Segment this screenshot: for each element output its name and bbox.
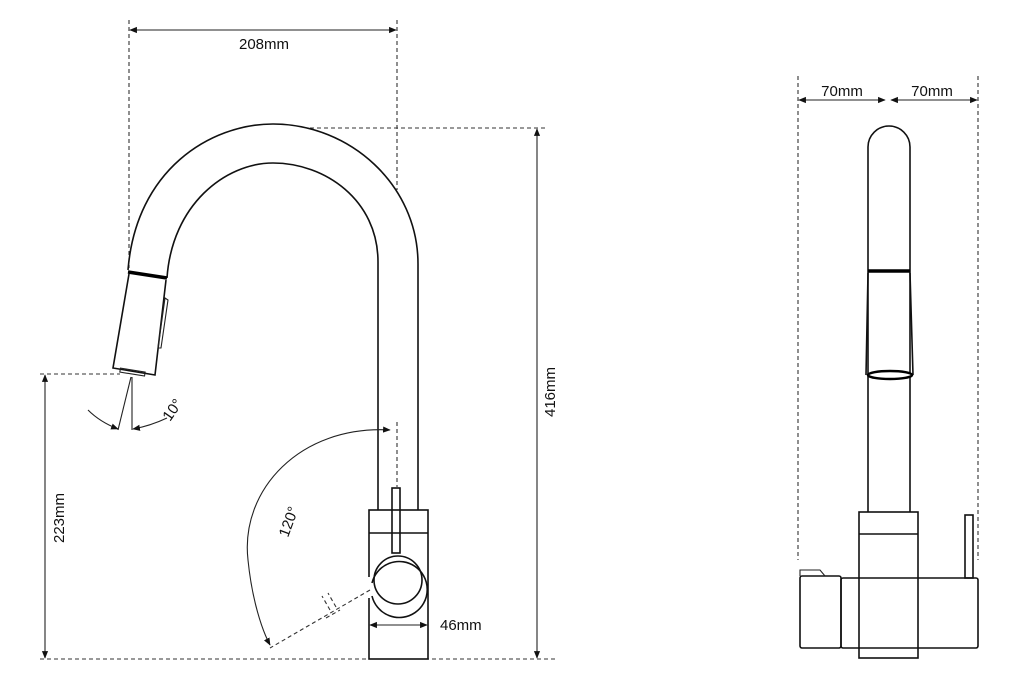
side-nozzle [866, 369, 914, 381]
side-inlet-pipe [840, 577, 979, 649]
spray-angle-arc-right [132, 417, 168, 431]
height-label: 416mm [542, 367, 559, 417]
reach-label: 208mm [239, 36, 289, 53]
spray-line-angled [117, 376, 132, 431]
base-width-label: 46mm [440, 617, 482, 634]
side-spray-head [865, 272, 914, 376]
lever-angle-arc [246, 426, 391, 646]
spray-angle-arc-left [87, 409, 119, 430]
right-width-label: 70mm [911, 83, 953, 100]
front-view: 208mm 416mm 223mm 10° 120° [40, 20, 559, 660]
left-width-label: 70mm [821, 83, 863, 100]
lever-angle-label: 120° [276, 504, 303, 539]
side-spout [867, 125, 911, 512]
cartridge-cap [373, 555, 423, 605]
nozzle [119, 367, 146, 377]
spout-inner-contour [166, 162, 379, 510]
head-band [127, 270, 168, 280]
side-lever [964, 514, 974, 579]
side-left-handle [799, 575, 842, 649]
lever-handle [391, 487, 401, 554]
lever-rotated-handle [321, 592, 341, 619]
spray-button [157, 297, 169, 349]
side-handle-cap [799, 569, 826, 577]
spray-head [112, 273, 167, 376]
side-body [858, 511, 919, 659]
side-view: 70mm 70mm [797, 76, 979, 659]
spout-height-label: 223mm [51, 493, 68, 543]
lever-rotated-position [269, 589, 371, 649]
spout-outer-contour [127, 123, 419, 510]
